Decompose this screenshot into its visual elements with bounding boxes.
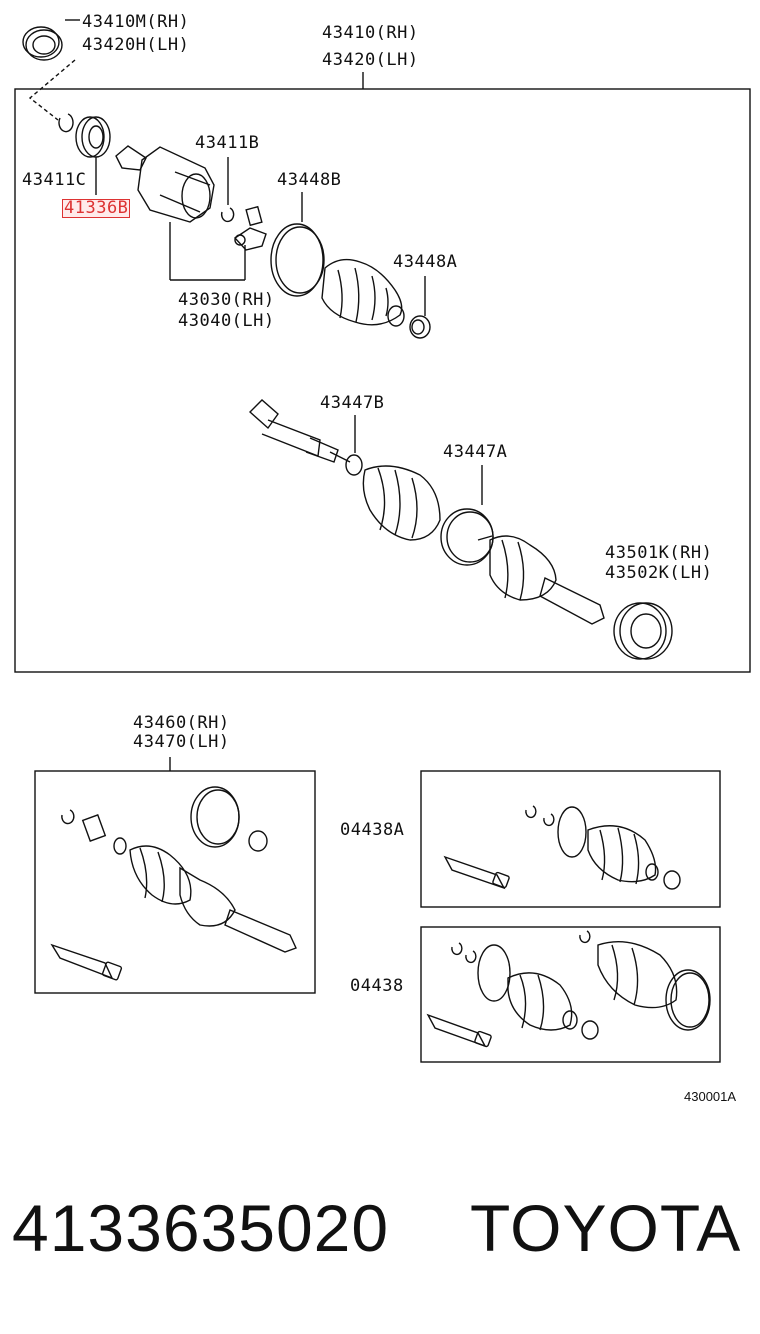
label-shaft-assy-2-lh: 43470(LH) [133, 732, 230, 752]
boot-lower-icon [362, 465, 441, 541]
boot-clamp-43447a-icon [440, 508, 494, 566]
label-seal-right-lh: 43502K(LH) [605, 563, 713, 583]
drive-shaft-icon [248, 399, 363, 476]
shaft-assy-43460-icon [50, 786, 297, 981]
label-04438: 04438 [350, 976, 404, 996]
boot-clamp-43448b-icon [270, 223, 325, 297]
label-43448b: 43448B [277, 170, 342, 190]
main-assembly-frame [14, 88, 751, 673]
kit-04438a-icon [443, 805, 681, 890]
label-shaft-assy-2-rh: 43460(RH) [133, 713, 230, 733]
label-tripod-lh: 43040(LH) [178, 311, 275, 331]
label-seal-right-rh: 43501K(RH) [605, 543, 713, 563]
tripod-icon [233, 205, 267, 251]
brand-name: TOYOTA [470, 1191, 742, 1265]
kit-04438a-frame [420, 770, 721, 908]
label-oil-seal-top-rh: 43410M(RH) [82, 12, 190, 32]
part-number: 4133635020 [12, 1191, 390, 1265]
oil-seal-right-icon [613, 602, 673, 660]
label-41336b-highlight[interactable]: 41336B [62, 198, 131, 218]
kit-04438-frame [420, 926, 721, 1063]
kit-04438-icon [426, 930, 711, 1048]
small-clamp-43448a-icon [409, 315, 431, 339]
figure-code: 430001A [684, 1089, 737, 1104]
snap-ring-icon [58, 113, 74, 133]
label-04438a: 04438A [340, 820, 405, 840]
label-43448a: 43448A [393, 252, 458, 272]
label-shaft-assy-rh: 43410(RH) [322, 23, 419, 43]
joint-housing-icon [115, 145, 215, 223]
label-tripod-rh: 43030(RH) [178, 290, 275, 310]
oil-seal-top-icon [22, 26, 63, 61]
clip-43411b-icon [220, 207, 235, 223]
label-43447b: 43447B [320, 393, 385, 413]
bearing-icon [75, 116, 111, 158]
outer-joint-icon [477, 535, 605, 625]
label-oil-seal-top-lh: 43420H(LH) [82, 35, 190, 55]
label-43411b: 43411B [195, 133, 260, 153]
label-43411c: 43411C [22, 170, 87, 190]
boot-upper-icon [321, 258, 403, 326]
shaft-assy-frame [34, 770, 316, 994]
label-43447a: 43447A [443, 442, 508, 462]
label-shaft-assy-lh: 43420(LH) [322, 50, 419, 70]
